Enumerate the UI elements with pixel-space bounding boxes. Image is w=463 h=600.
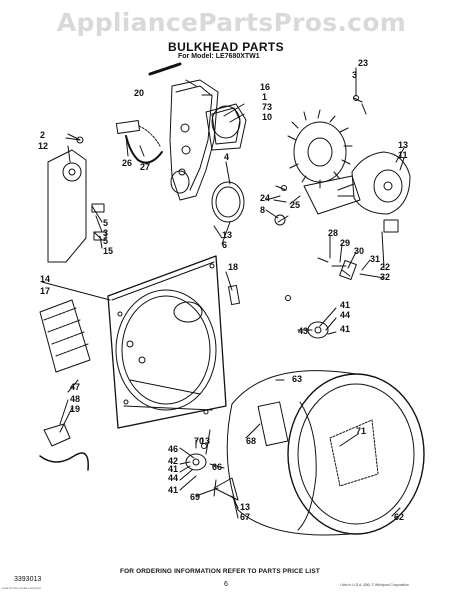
callout-c28: 28	[328, 228, 338, 238]
callout-c31: 31	[370, 254, 380, 264]
callout-c3: 3	[352, 70, 357, 80]
drum-part	[226, 370, 425, 536]
front-bulkhead-panel-part	[107, 255, 227, 429]
callout-c32: 32	[380, 272, 390, 282]
callout-c6: 6	[222, 240, 227, 250]
callout-c13a: 13	[398, 140, 408, 150]
callout-c5b: 5	[103, 236, 108, 246]
callout-c14: 14	[40, 274, 50, 284]
callout-c30: 30	[354, 246, 364, 256]
callout-c8: 8	[260, 205, 265, 215]
callout-c18: 18	[228, 262, 238, 272]
callout-c41c: 41	[168, 464, 178, 474]
felt-seal-part	[227, 284, 241, 306]
watermark: AppliancePartsPros.com	[56, 8, 407, 37]
callout-c2: 2	[40, 130, 45, 140]
callout-c13d: 13	[240, 502, 250, 512]
callout-c44b: 44	[168, 473, 178, 483]
blower-wheel-part	[287, 109, 353, 189]
callout-c3b: 3	[103, 228, 108, 238]
bulkhead-duct-part	[169, 79, 219, 201]
motor-switch-part	[383, 219, 399, 233]
callout-c11: 11	[398, 150, 408, 160]
callout-c70: 70	[194, 436, 204, 446]
callout-c19: 19	[70, 404, 80, 414]
callout-c48: 48	[70, 394, 80, 404]
callout-c16: 16	[260, 82, 270, 92]
callout-c73: 73	[262, 102, 272, 112]
callout-c17: 17	[40, 286, 50, 296]
ordering-note: FOR ORDERING INFORMATION REFER TO PARTS …	[120, 568, 320, 575]
motor-bracket-part	[303, 175, 361, 215]
callout-c1: 1	[262, 92, 267, 102]
callout-c29: 29	[340, 238, 350, 248]
drum-rollers-bottom-part	[185, 443, 239, 501]
callout-c66: 66	[212, 462, 222, 472]
callout-c27: 27	[140, 162, 150, 172]
callout-c5a: 5	[103, 218, 108, 228]
callout-c13b: 13	[222, 230, 232, 240]
lint-screen-housing-part	[205, 103, 247, 151]
terminal-block-part	[39, 423, 89, 471]
callout-c41b: 41	[340, 324, 350, 334]
callout-c47: 47	[70, 382, 80, 392]
callout-c26: 26	[122, 158, 132, 168]
diagram-title: BULKHEAD PARTS	[168, 40, 285, 54]
callout-c67: 67	[240, 512, 250, 522]
callout-c20: 20	[134, 88, 144, 98]
duct-flange-part	[170, 170, 190, 194]
callout-c46: 46	[168, 444, 178, 454]
callout-c43: 43	[298, 326, 308, 336]
footer-blurb: Look for the number and part	[2, 586, 41, 590]
callout-c12: 12	[38, 141, 48, 151]
spring-part	[148, 62, 182, 76]
callout-c68: 68	[246, 436, 256, 446]
heater-duct-part	[47, 149, 87, 263]
heating-element-part	[39, 299, 91, 373]
thermal-fuse-parts	[65, 136, 107, 241]
callout-c62: 62	[394, 512, 404, 522]
drive-motor-part	[337, 151, 411, 215]
callout-c22: 22	[380, 262, 390, 272]
callout-c41d: 41	[168, 485, 178, 495]
callout-c41a: 41	[340, 300, 350, 310]
blower-housing-part	[211, 181, 245, 223]
callout-c25: 25	[290, 200, 300, 210]
callout-c23: 23	[358, 58, 368, 68]
page-number: 6	[224, 581, 228, 588]
duct-seal-part	[211, 105, 241, 139]
callout-c24: 24	[260, 193, 270, 203]
wire-harness-part	[125, 135, 163, 164]
callout-c10: 10	[262, 112, 272, 122]
copyright-line: Litho in U.S.A. (BK) © Whirlpool Corpora…	[340, 583, 409, 587]
callout-c69: 69	[190, 492, 200, 502]
callout-c4: 4	[224, 152, 229, 162]
callout-c63: 63	[292, 374, 302, 384]
callout-c42: 42	[168, 456, 178, 466]
callout-c13c: 13	[200, 436, 210, 446]
callout-c15: 15	[103, 246, 113, 256]
document-number: 3393013	[14, 576, 42, 583]
thermostat-part	[115, 120, 161, 147]
model-number: For Model: LE7680XTW1	[178, 53, 260, 60]
callout-c71: 71	[356, 426, 366, 436]
callout-c44a: 44	[340, 310, 350, 320]
